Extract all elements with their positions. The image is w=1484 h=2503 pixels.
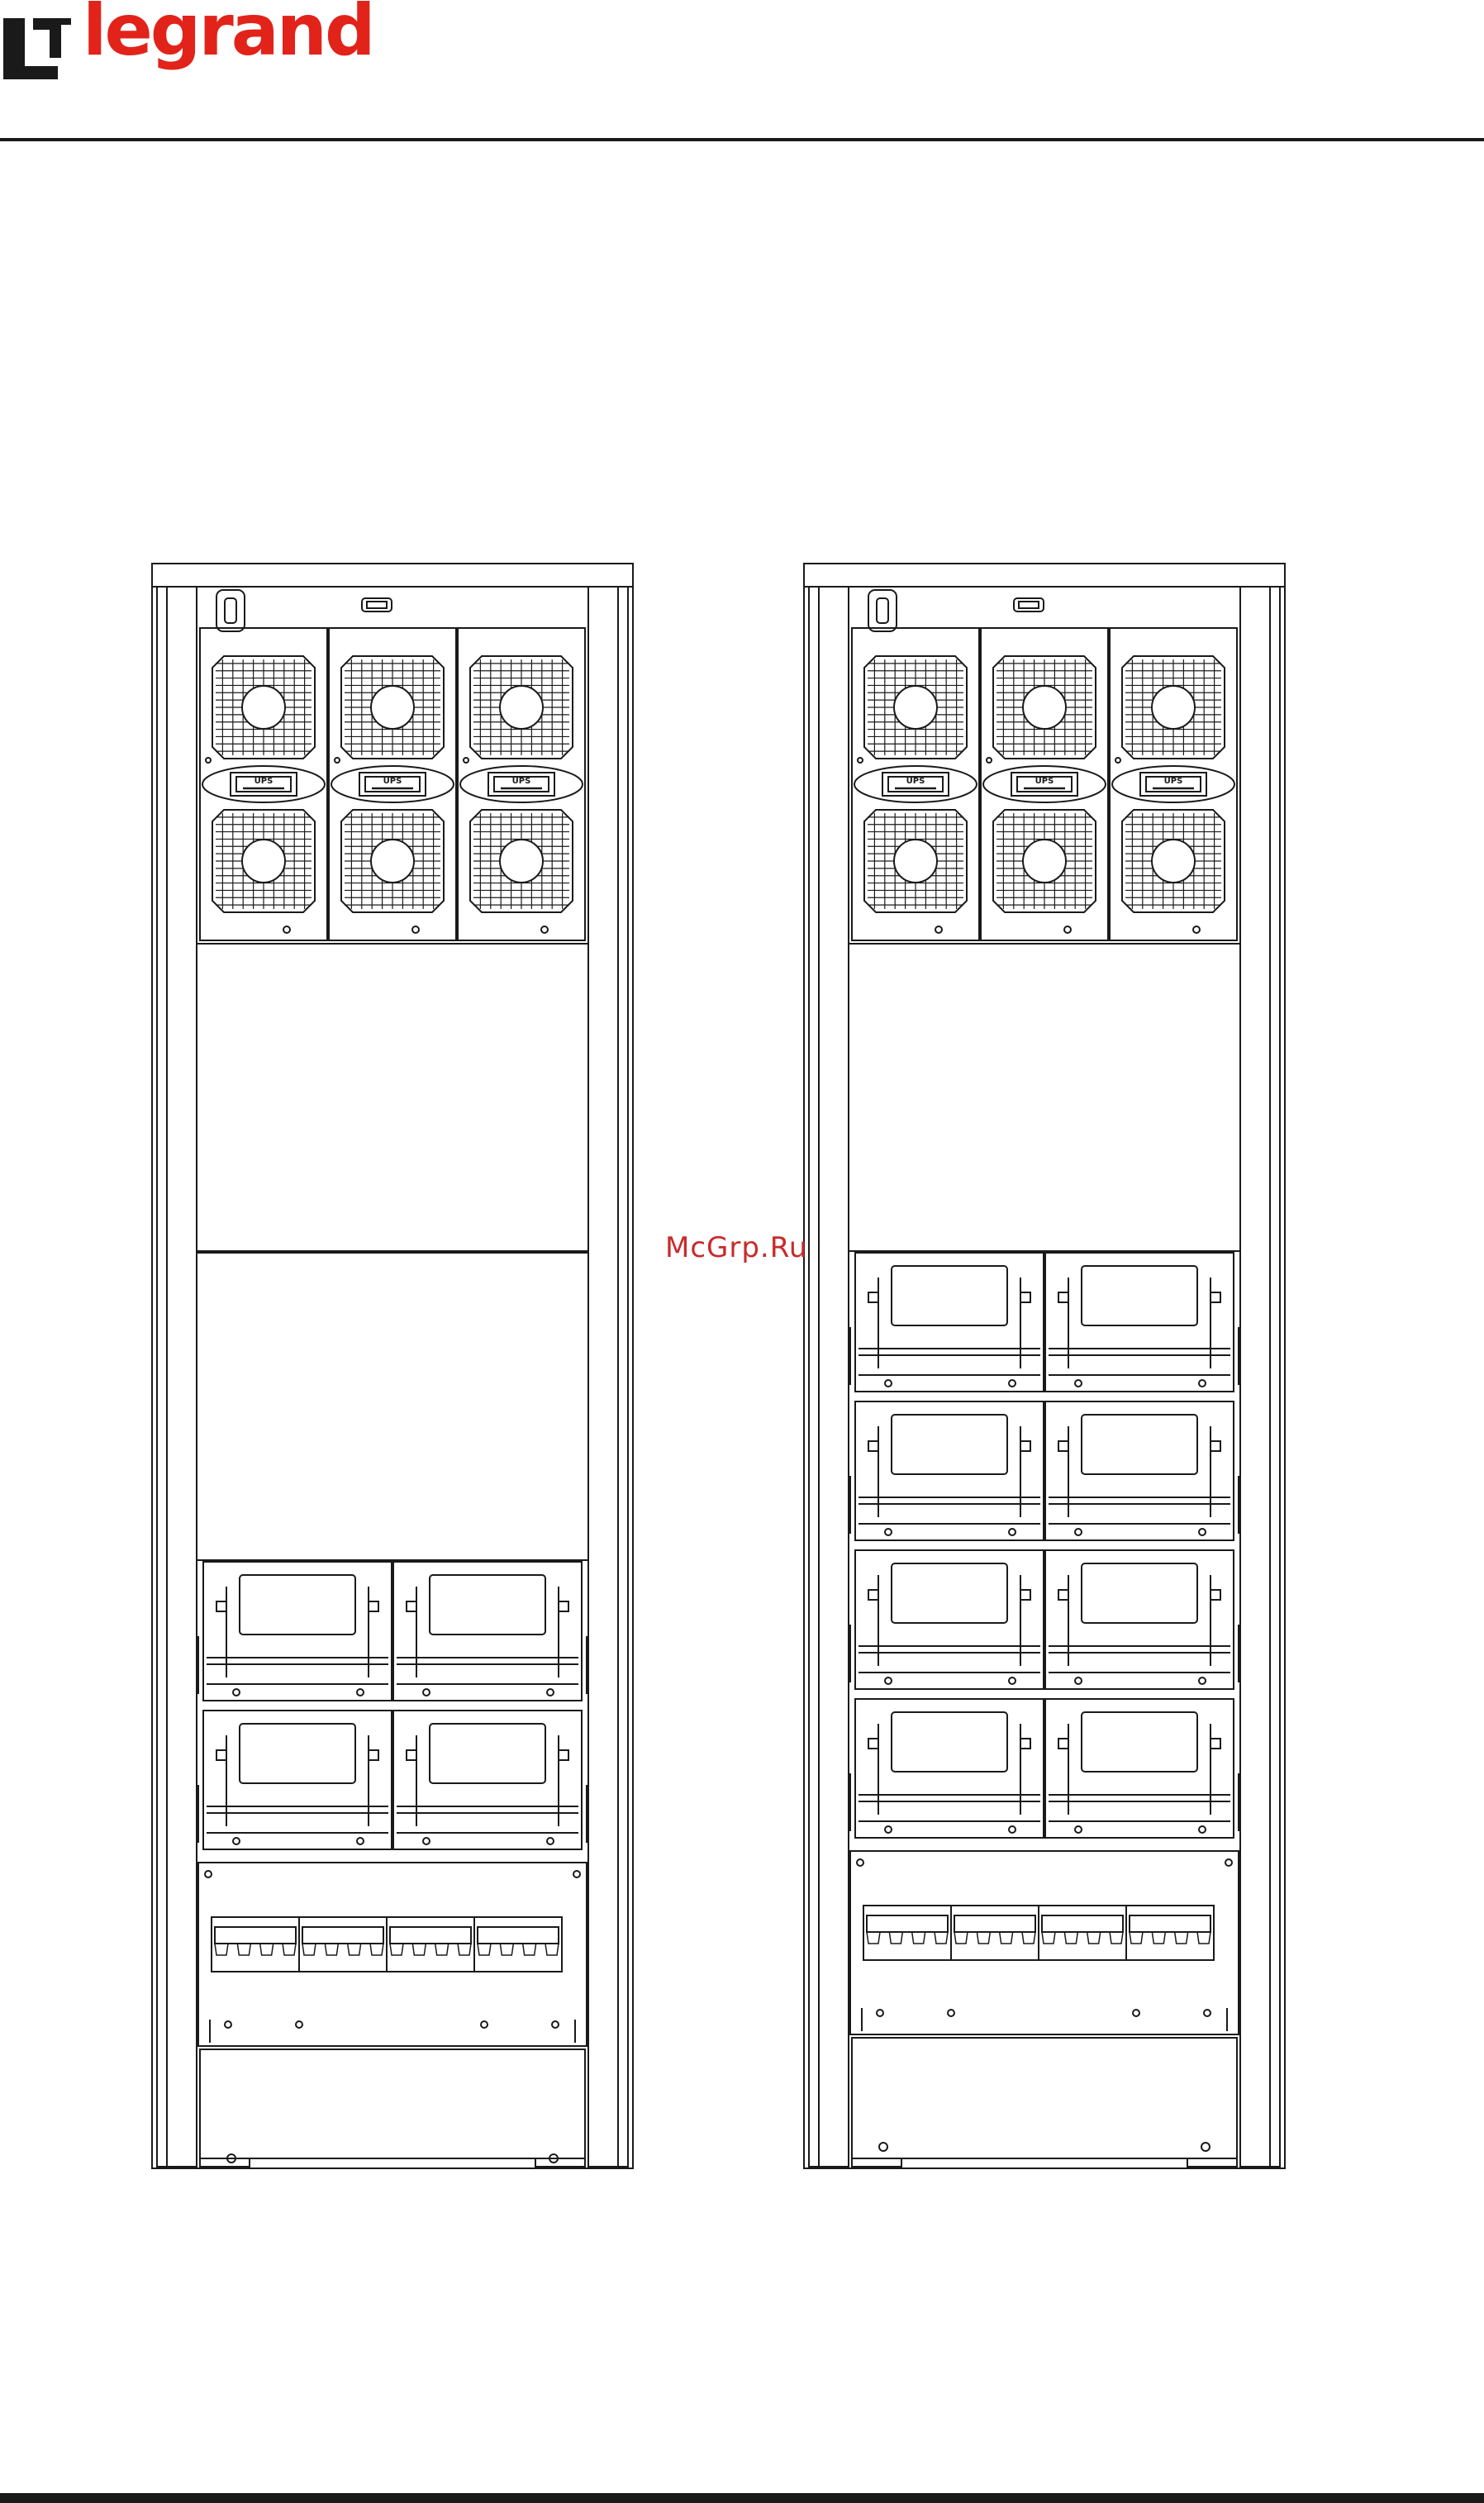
cabinet-top-cap	[152, 564, 633, 587]
ups-cabinet-left: UPS UPS UPS	[150, 562, 638, 2173]
breaker-icon	[1197, 1932, 1211, 1944]
fan-grille-icon	[1122, 810, 1225, 912]
module-label: UPS	[383, 777, 402, 786]
fan-grille-icon	[212, 810, 315, 912]
breaker-icon	[889, 1932, 902, 1944]
breaker-icon	[1152, 1932, 1165, 1944]
breaker-icon	[1000, 1932, 1013, 1944]
breaker-icon	[458, 1944, 471, 1955]
breaker-icon	[237, 1944, 250, 1955]
breaker-panel	[198, 1863, 587, 2046]
left-side-post	[809, 587, 849, 2167]
breaker-icon	[1064, 1932, 1077, 1944]
display-connector-icon	[362, 598, 392, 611]
cabinet-body: UPS UPS UPS	[152, 564, 633, 2168]
battery-drawer	[393, 1711, 582, 1849]
battery-drawer	[1045, 1401, 1234, 1540]
power-module: UPS	[852, 628, 979, 940]
breaker-icon	[370, 1944, 383, 1955]
legrand-logo: legrand	[0, 0, 331, 91]
module-label: UPS	[254, 777, 273, 786]
breaker-icon	[348, 1944, 361, 1955]
fan-grille-icon	[341, 656, 444, 759]
fan-grille-icon	[993, 656, 1096, 759]
breaker-icon	[1087, 1932, 1101, 1944]
fan-grille-icon	[470, 810, 573, 912]
battery-drawer	[855, 1401, 1044, 1540]
breaker-icon	[523, 1944, 536, 1955]
battery-drawer	[1045, 1253, 1234, 1392]
breaker-icon	[545, 1944, 559, 1955]
breaker-icon	[1110, 1932, 1123, 1944]
breaker-icon	[935, 1932, 948, 1944]
right-side-post	[1240, 587, 1280, 2167]
power-module: UPS	[1110, 628, 1237, 940]
breaker-icon	[390, 1944, 403, 1955]
breaker-icon	[1022, 1932, 1035, 1944]
left-side-post	[157, 587, 197, 2167]
breaker-icon	[867, 1932, 880, 1944]
battery-drawer	[1045, 1550, 1234, 1689]
cabinet-plinth	[200, 2049, 585, 2167]
breaker-icon	[412, 1944, 426, 1955]
battery-drawer	[855, 1253, 1044, 1392]
battery-drawer	[855, 1550, 1044, 1689]
power-module: UPS	[981, 628, 1108, 940]
brand-name: legrand	[83, 0, 373, 66]
right-side-post	[588, 587, 628, 2167]
blank-panel	[849, 944, 1240, 1251]
fan-grille-icon	[212, 656, 315, 759]
breaker-icon	[912, 1932, 925, 1944]
battery-drawer	[1045, 1699, 1234, 1838]
battery-drawer	[855, 1699, 1044, 1838]
battery-drawer	[203, 1562, 392, 1701]
module-label: UPS	[1035, 777, 1054, 786]
ups-cabinet-right: UPS UPS UPS	[802, 562, 1290, 2173]
cabinet-top-cap	[804, 564, 1285, 587]
breaker-icon	[954, 1932, 968, 1944]
breaker-panel	[850, 1851, 1239, 2034]
breaker-icon	[1175, 1932, 1188, 1944]
breaker-icon	[260, 1944, 273, 1955]
fan-grille-icon	[470, 656, 573, 759]
display-connector-icon	[1014, 598, 1044, 611]
breaker-icon	[500, 1944, 513, 1955]
legrand-emblem-icon	[0, 12, 83, 94]
battery-drawer	[203, 1711, 392, 1849]
breaker-icon	[1042, 1932, 1055, 1944]
door-lock-icon	[868, 590, 897, 631]
power-module: UPS	[329, 628, 456, 940]
blank-panel	[197, 1253, 588, 1560]
door-lock-icon	[216, 590, 245, 631]
breaker-icon	[1130, 1932, 1143, 1944]
battery-drawer	[393, 1562, 582, 1701]
page-header: legrand	[0, 0, 1484, 149]
fan-grille-icon	[341, 810, 444, 912]
module-label: UPS	[512, 777, 531, 786]
module-label: UPS	[1164, 777, 1183, 786]
power-module: UPS	[458, 628, 585, 940]
cabinet-body: UPS UPS UPS	[804, 564, 1285, 2168]
header-divider	[0, 138, 1484, 141]
breaker-icon	[215, 1944, 228, 1955]
breaker-icon	[283, 1944, 296, 1955]
breaker-icon	[325, 1944, 338, 1955]
fan-grille-icon	[993, 810, 1096, 912]
breaker-icon	[977, 1932, 990, 1944]
footer-bar	[0, 2493, 1484, 2503]
cabinet-plinth	[852, 2038, 1237, 2167]
fan-grille-icon	[864, 810, 967, 912]
power-module: UPS	[200, 628, 327, 940]
watermark-text: McGrp.Ru	[665, 1231, 807, 1264]
breaker-icon	[435, 1944, 449, 1955]
blank-panel	[197, 944, 588, 1251]
breaker-icon	[302, 1944, 316, 1955]
breaker-icon	[478, 1944, 491, 1955]
fan-grille-icon	[1122, 656, 1225, 759]
module-label: UPS	[906, 777, 925, 786]
fan-grille-icon	[864, 656, 967, 759]
